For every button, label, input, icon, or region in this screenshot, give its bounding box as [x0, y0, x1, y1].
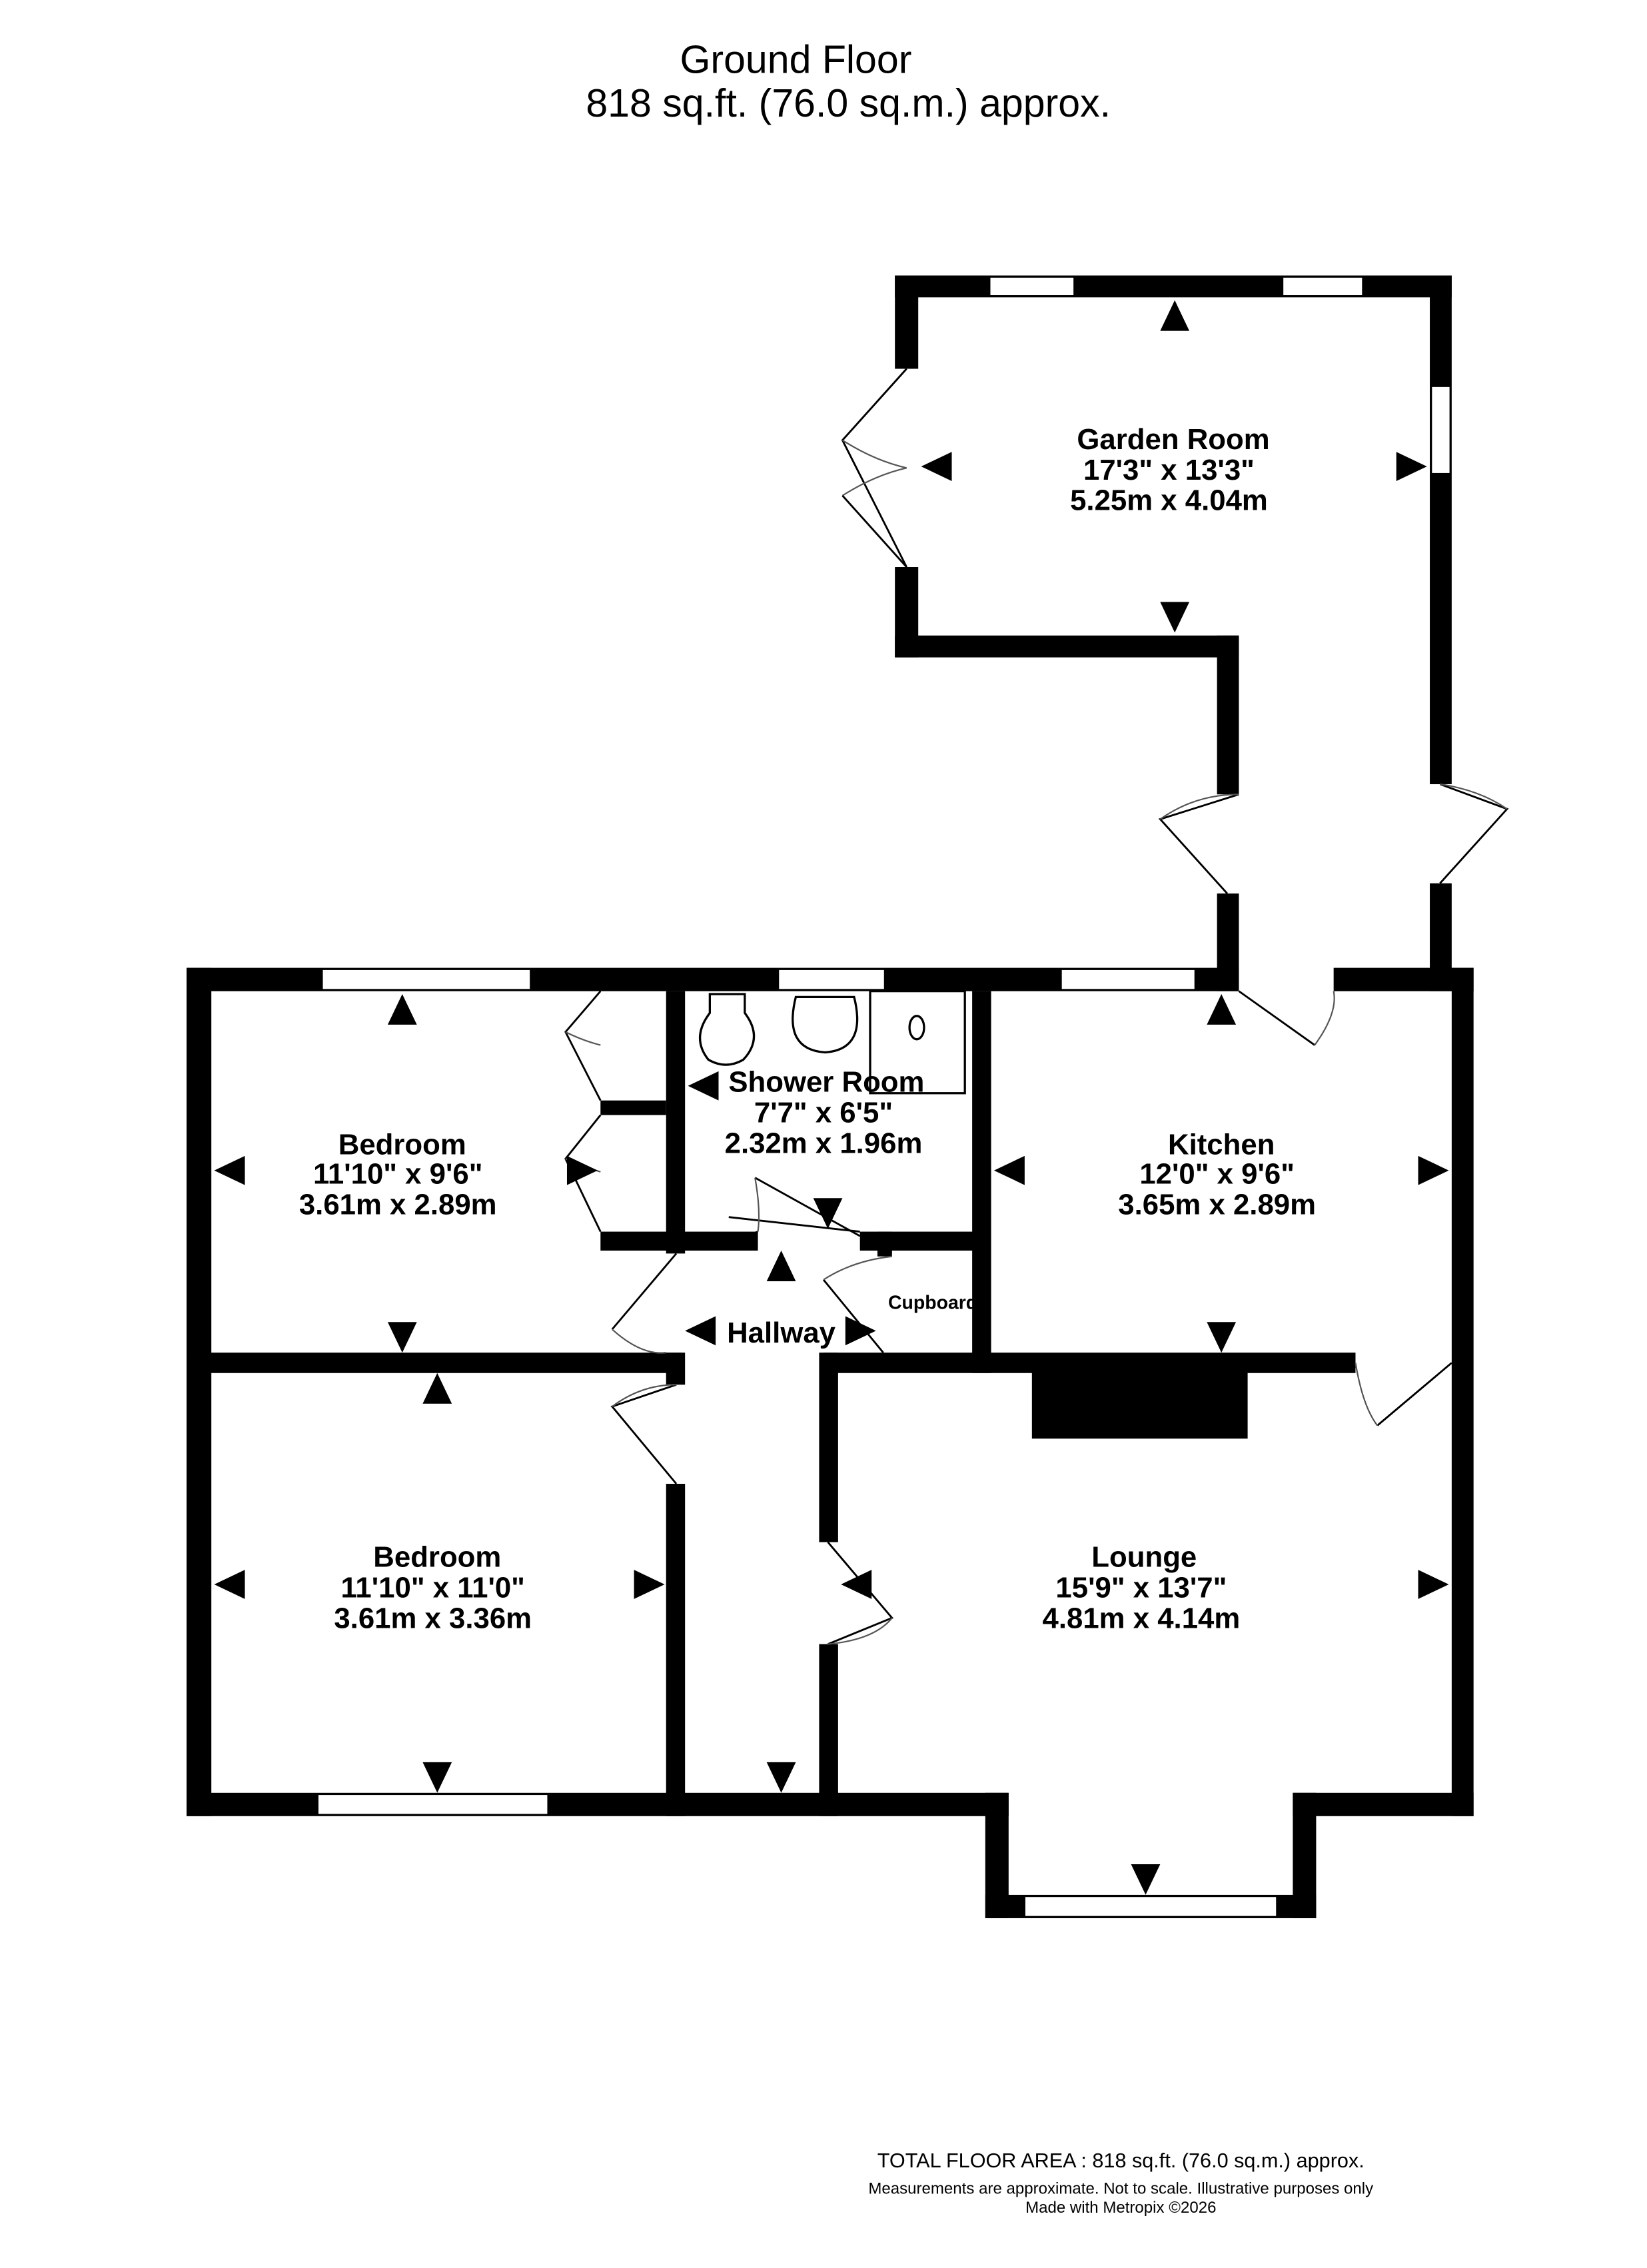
room-lounge: Lounge 15'9" x 13'7" 4.81m x 4.14m: [1043, 1541, 1241, 1635]
room-metric: 4.81m x 4.14m: [1043, 1602, 1241, 1635]
room-name: Bedroom: [373, 1541, 501, 1574]
room-metric: 3.61m x 2.89m: [299, 1188, 497, 1221]
dimension-arrows: [214, 300, 1449, 1895]
room-kitchen: Kitchen 12'0" x 9'6" 3.65m x 2.89m: [1118, 1129, 1316, 1221]
room-name: Garden Room: [1077, 423, 1269, 456]
room-metric: 3.61m x 3.36m: [334, 1602, 532, 1635]
disclaimer: Measurements are approximate. Not to sca…: [868, 2179, 1373, 2197]
floor-title: Ground Floor: [680, 37, 911, 81]
room-cupboard: Cupboard: [888, 1293, 977, 1314]
credit: Made with Metropix ©2026: [1025, 2199, 1216, 2217]
room-metric: 2.32m x 1.96m: [725, 1127, 923, 1159]
total-floor-area: TOTAL FLOOR AREA : 818 sq.ft. (76.0 sq.m…: [877, 2149, 1365, 2172]
basin-icon: [792, 995, 859, 1054]
room-imperial: 7'7" x 6'5": [754, 1096, 893, 1129]
doors: [564, 368, 1509, 1645]
room-garden-room: Garden Room 17'3" x 13'3" 5.25m x 4.04m: [1070, 423, 1270, 517]
toilet-icon: [698, 993, 756, 1066]
room-metric: 5.25m x 4.04m: [1070, 484, 1268, 517]
room-imperial: 11'10" x 9'6": [313, 1157, 483, 1190]
room-hallway: Hallway: [727, 1317, 836, 1349]
walls: [187, 275, 1474, 1918]
room-name: Kitchen: [1168, 1129, 1275, 1161]
room-shower-room: Shower Room 7'7" x 6'5" 2.32m x 1.96m: [725, 1066, 925, 1160]
room-imperial: 17'3" x 13'3": [1083, 454, 1255, 486]
room-bedroom-2: Bedroom 11'10" x 11'0" 3.61m x 3.36m: [334, 1541, 532, 1635]
room-bedroom-1: Bedroom 11'10" x 9'6" 3.61m x 2.89m: [299, 1129, 497, 1221]
shower-tray-icon: [869, 989, 966, 1095]
room-name: Bedroom: [338, 1129, 466, 1161]
room-imperial: 15'9" x 13'7": [1055, 1572, 1227, 1604]
chimney-breast: [1031, 1370, 1248, 1439]
room-name: Shower Room: [728, 1066, 924, 1099]
room-name: Lounge: [1091, 1541, 1197, 1574]
floor-area: 818 sq.ft. (76.0 sq.m.) approx.: [586, 81, 1111, 125]
room-imperial: 11'10" x 11'0": [341, 1572, 525, 1604]
room-metric: 3.65m x 2.89m: [1118, 1188, 1316, 1221]
shower-room-fixtures: [698, 989, 966, 1095]
room-imperial: 12'0" x 9'6": [1139, 1157, 1295, 1190]
